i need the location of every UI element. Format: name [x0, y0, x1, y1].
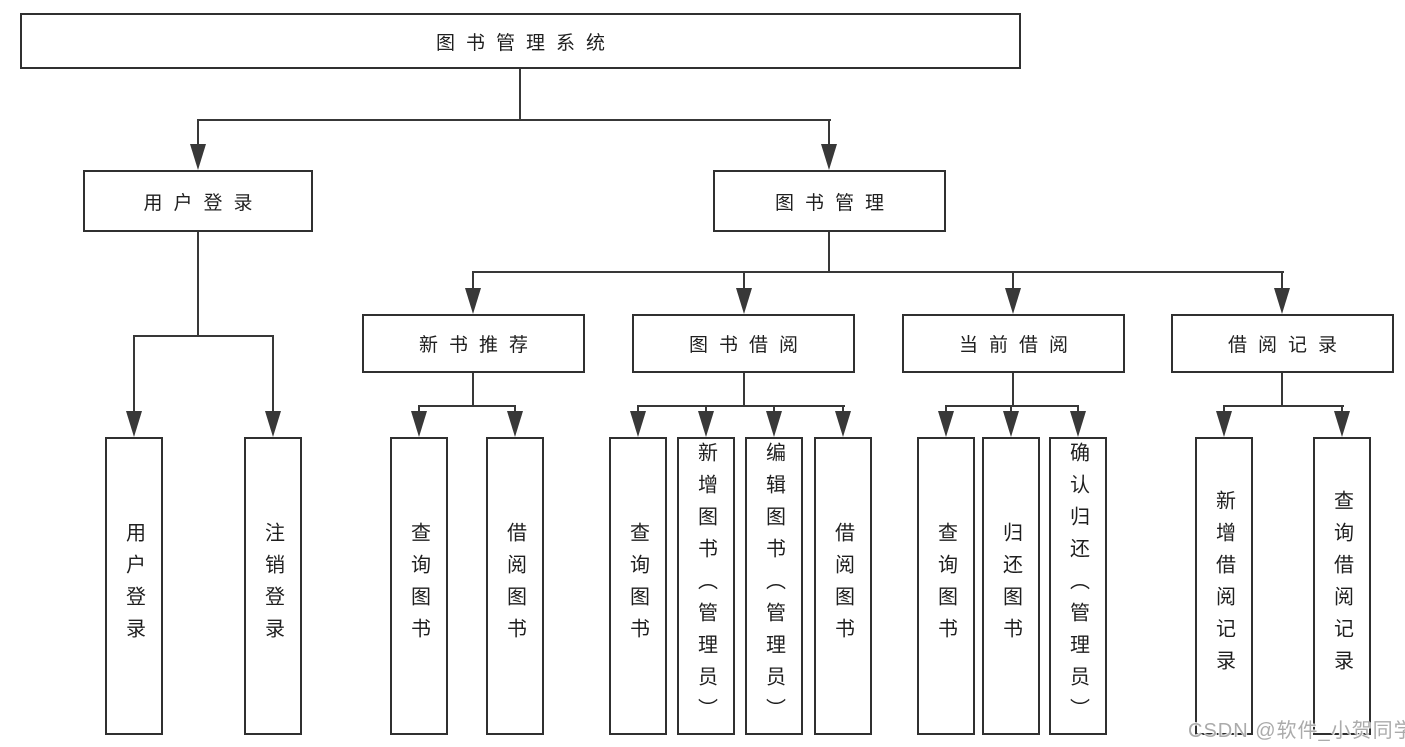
arrow-shaft-user-login [197, 119, 199, 165]
connector-borrow-record-trunk [1281, 373, 1283, 407]
arrow-head-rec-borrow [507, 411, 523, 437]
arrow-head-cb-confirm [1070, 411, 1086, 437]
leaf-user-login: 用户登录 [105, 437, 163, 735]
leaf-br-add-record: 新增借阅记录 [1195, 437, 1253, 735]
leaf-rec-borrow-books-label: 借阅图书 [503, 522, 526, 650]
arrow-head-br-query [1334, 411, 1350, 437]
arrow-head-bb-query [630, 411, 646, 437]
connector-book-borrow-bar [637, 405, 845, 407]
node-root: 图书管理系统 [20, 13, 1021, 69]
arrow-head-borrow-record [1274, 288, 1290, 314]
arrow-head-current-borrow [1005, 288, 1021, 314]
connector-book-mgmt-bar [472, 271, 1284, 273]
leaf-cb-confirm-return: 确认归还（管理员） [1049, 437, 1107, 735]
arrow-shaft-leaf-user-login [133, 335, 135, 431]
leaf-bb-add-books-label: 新增图书（管理员） [694, 442, 717, 730]
leaf-bb-edit-books-label: 编辑图书（管理员） [762, 442, 785, 730]
leaf-cb-return-books: 归还图书 [982, 437, 1040, 735]
arrow-shaft-book-mgmt [828, 119, 830, 165]
arrow-head-br-add [1216, 411, 1232, 437]
connector-new-book-rec-bar [418, 405, 516, 407]
node-current-borrow: 当前借阅 [902, 314, 1125, 373]
connector-current-borrow-trunk [1012, 373, 1014, 407]
arrow-head-user-login [190, 144, 206, 170]
node-borrow-record-label: 借阅记录 [1227, 335, 1348, 356]
node-new-book-rec: 新书推荐 [362, 314, 585, 373]
leaf-br-query-record-label: 查询借阅记录 [1330, 490, 1353, 682]
leaf-bb-query-books: 查询图书 [609, 437, 667, 735]
connector-root-bar [197, 119, 831, 121]
leaf-br-query-record: 查询借阅记录 [1313, 437, 1371, 735]
leaf-logout-label: 注销登录 [261, 522, 284, 650]
leaf-bb-add-books: 新增图书（管理员） [677, 437, 735, 735]
arrow-head-book-mgmt [821, 144, 837, 170]
leaf-rec-query-books-label: 查询图书 [407, 522, 430, 650]
node-borrow-record: 借阅记录 [1171, 314, 1394, 373]
leaf-br-add-record-label: 新增借阅记录 [1212, 490, 1235, 682]
arrow-head-leaf-logout [265, 411, 281, 437]
leaf-bb-borrow-books-label: 借阅图书 [831, 522, 854, 650]
arrow-head-bb-add [698, 411, 714, 437]
leaf-rec-borrow-books: 借阅图书 [486, 437, 544, 735]
connector-root-trunk [519, 69, 521, 121]
connector-new-book-rec-trunk [472, 373, 474, 407]
leaf-logout: 注销登录 [244, 437, 302, 735]
arrow-head-cb-return [1003, 411, 1019, 437]
arrow-head-new-book-rec [465, 288, 481, 314]
node-user-login-label: 用户登录 [143, 192, 264, 214]
node-book-mgmt-label: 图书管理 [774, 192, 895, 214]
csdn-watermark: CSDN @软件_小贺同学 [1188, 720, 1405, 742]
connector-book-mgmt-trunk [828, 232, 830, 273]
arrow-head-leaf-user-login [126, 411, 142, 437]
node-book-borrow: 图书借阅 [632, 314, 855, 373]
leaf-cb-confirm-return-label: 确认归还（管理员） [1066, 442, 1089, 730]
leaf-bb-query-books-label: 查询图书 [626, 522, 649, 650]
connector-borrow-record-bar [1223, 405, 1344, 407]
connector-current-borrow-bar [945, 405, 1079, 407]
node-book-borrow-label: 图书借阅 [688, 335, 809, 356]
connector-user-login-bar [133, 335, 274, 337]
arrow-head-rec-query [411, 411, 427, 437]
leaf-rec-query-books: 查询图书 [390, 437, 448, 735]
node-new-book-rec-label: 新书推荐 [418, 335, 539, 356]
arrow-shaft-leaf-logout [272, 335, 274, 431]
leaf-cb-return-books-label: 归还图书 [999, 522, 1022, 650]
node-book-mgmt: 图书管理 [713, 170, 946, 232]
leaf-bb-edit-books: 编辑图书（管理员） [745, 437, 803, 735]
leaf-user-login-label: 用户登录 [122, 522, 145, 650]
arrow-head-book-borrow [736, 288, 752, 314]
arrow-head-bb-borrow [835, 411, 851, 437]
arrow-head-bb-edit [766, 411, 782, 437]
leaf-cb-query-books-label: 查询图书 [934, 522, 957, 650]
node-root-label: 图书管理系统 [435, 32, 616, 54]
leaf-bb-borrow-books: 借阅图书 [814, 437, 872, 735]
connector-user-login-trunk [197, 232, 199, 337]
node-current-borrow-label: 当前借阅 [958, 335, 1079, 356]
node-user-login: 用户登录 [83, 170, 313, 232]
leaf-cb-query-books: 查询图书 [917, 437, 975, 735]
connector-book-borrow-trunk [743, 373, 745, 407]
arrow-head-cb-query [938, 411, 954, 437]
